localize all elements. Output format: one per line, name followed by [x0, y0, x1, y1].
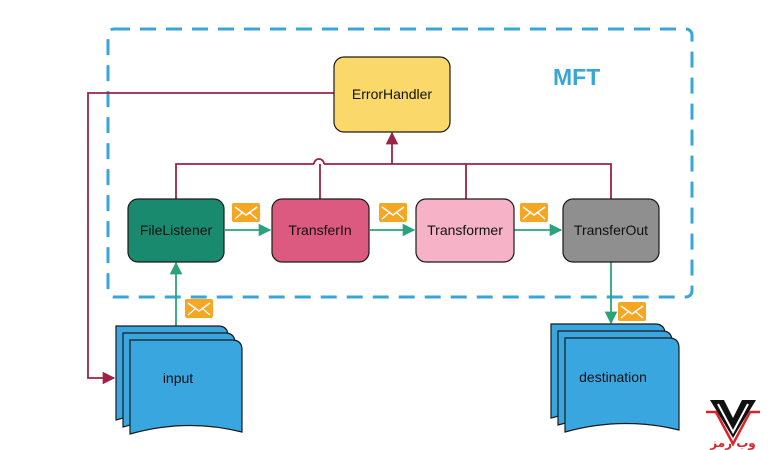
error-edge-bus-right	[324, 163, 612, 200]
svg-text:وب رمز: وب رمز	[709, 436, 756, 450]
transfer-out-node[interactable]: TransferOut	[562, 198, 660, 263]
transformer-label: Transformer	[427, 222, 503, 238]
webramz-logo: وب رمز	[706, 400, 760, 450]
destination-label: destination	[579, 369, 647, 385]
message-edges	[169, 223, 618, 326]
transformer-node[interactable]: Transformer	[415, 198, 515, 263]
error-handler-node[interactable]: ErrorHandler	[333, 56, 451, 133]
transfer-in-node[interactable]: TransferIn	[271, 198, 370, 263]
envelope-icon	[231, 202, 261, 223]
error-edge-file-listener	[175, 163, 314, 200]
input-label: input	[163, 370, 193, 386]
error-handler-label: ErrorHandler	[352, 86, 432, 102]
envelope-icon	[184, 298, 214, 319]
envelope-icon	[378, 202, 408, 223]
error-edges	[87, 92, 612, 385]
file-listener-node[interactable]: FileListener	[127, 198, 225, 263]
file-listener-label: FileListener	[140, 222, 213, 238]
transfer-in-label: TransferIn	[288, 222, 351, 238]
envelope-icon	[519, 202, 549, 223]
error-edge-bus-hop	[313, 158, 325, 165]
input-store[interactable]: input	[115, 325, 243, 435]
envelope-icon	[617, 301, 647, 322]
logo-text: وب رمز	[709, 436, 756, 450]
mft-boundary	[106, 27, 694, 299]
mft-label: MFT	[553, 64, 600, 90]
error-edge-handler-to-input	[87, 92, 334, 385]
transfer-out-label: TransferOut	[574, 222, 648, 238]
destination-store[interactable]: destination	[550, 323, 680, 433]
